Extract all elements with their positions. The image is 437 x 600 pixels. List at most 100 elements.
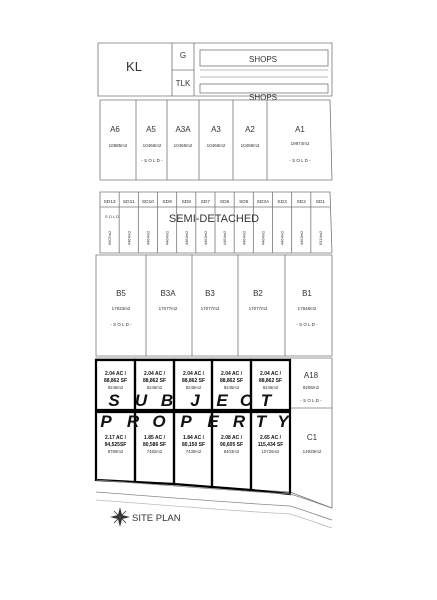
lot-a1[interactable]: A1 19974m2 - S O L D - bbox=[289, 125, 311, 163]
semi-lot[interactable]: SD1 6314m2 bbox=[316, 199, 326, 245]
lot-a5[interactable]: A5 10468m2 - S O L D - bbox=[141, 125, 163, 163]
subject-letter: R bbox=[233, 412, 246, 431]
semi-lot[interactable]: SD10 4464m2 bbox=[142, 199, 154, 245]
lot-area: 17077m2 bbox=[159, 306, 178, 311]
semi-lot-area: 4464m2 bbox=[145, 230, 150, 245]
lot-b1[interactable]: B1 17848m2 - S O L D - bbox=[296, 289, 318, 327]
subject-letter: B bbox=[161, 391, 173, 410]
subject-letter: T bbox=[261, 391, 273, 410]
lot-sqft: 115,434 SF bbox=[258, 442, 284, 448]
semi-lot[interactable]: SD3A 4464m2 bbox=[257, 199, 270, 245]
subject-lot-outline bbox=[249, 358, 292, 412]
lot-acres: 1.85 AC / bbox=[144, 435, 166, 441]
lot-area: 10885m2 bbox=[109, 143, 128, 148]
lot-area: 17933m2 bbox=[112, 306, 131, 311]
kl-label: KL bbox=[126, 59, 142, 74]
compass-north-point bbox=[118, 507, 122, 517]
lot-status: - S O L D - bbox=[289, 158, 311, 163]
subject-letter: O bbox=[152, 412, 165, 431]
lot-acres: 2.04 AC / bbox=[183, 371, 205, 377]
lot-m2: 8245m2 bbox=[108, 385, 124, 390]
semi-lot-area: 4464m2 bbox=[222, 230, 227, 245]
compass-south-point bbox=[118, 517, 122, 527]
lot-name: B5 bbox=[116, 289, 126, 298]
semi-lot-name: SD6 bbox=[220, 199, 230, 205]
lot-a6[interactable]: A6 10885m2 bbox=[109, 125, 128, 148]
tlk-label: TLK bbox=[176, 79, 191, 88]
subject-letter: E bbox=[207, 412, 219, 431]
semi-detached-heading: SEMI-DETACHED bbox=[169, 213, 259, 225]
semi-lot-name: SD3 bbox=[277, 199, 287, 205]
lot-b2[interactable]: B2 17077m2 bbox=[249, 289, 268, 311]
lot-name: B3 bbox=[205, 289, 215, 298]
lot-area: 9206m2 bbox=[303, 385, 320, 390]
lot-m2: 10726m2 bbox=[262, 449, 281, 454]
semi-lot-name: SD10 bbox=[142, 199, 154, 205]
lot-a3[interactable]: A3 10468m2 bbox=[207, 125, 226, 148]
lot-acres: 2.04 AC / bbox=[144, 371, 166, 377]
lot-area: 19974m2 bbox=[291, 141, 310, 146]
lot-b3[interactable]: B3 17077m2 bbox=[201, 289, 220, 311]
lot-acres: 2.04 AC / bbox=[105, 371, 127, 377]
lot-sqft: 88,862 SF bbox=[259, 378, 282, 384]
lot-b5[interactable]: B5 17933m2 - S O L D - bbox=[110, 289, 132, 327]
row-a bbox=[99, 99, 333, 181]
shops-strip-top bbox=[199, 49, 329, 67]
semi-lot-area: 4464m2 bbox=[184, 230, 189, 245]
row-b-outline bbox=[95, 254, 333, 357]
lot-a2[interactable]: A2 10468m2 bbox=[241, 125, 260, 148]
lot-sqft: 88,862 SF bbox=[182, 378, 205, 384]
lot-sqft: 80,150 SF bbox=[182, 442, 205, 448]
lot-m2: 7430m2 bbox=[186, 449, 202, 454]
semi-lot[interactable]: SD6 4464m2 bbox=[220, 199, 230, 245]
semi-lot[interactable]: SD8 4464m2 bbox=[182, 199, 192, 245]
semi-lot-area: 6314m2 bbox=[318, 230, 323, 245]
subject-letter: C bbox=[240, 391, 253, 410]
lot-c1[interactable]: C1 14929m2 bbox=[303, 433, 322, 454]
lot-area: 17077m2 bbox=[249, 306, 268, 311]
lot-m2: 8245m2 bbox=[224, 385, 240, 390]
lot-m2: 7482m2 bbox=[147, 449, 163, 454]
road-edge-2 bbox=[95, 491, 333, 521]
lot-status: - S O L D - bbox=[141, 158, 163, 163]
semi-lot-area: 4464m2 bbox=[126, 230, 131, 245]
lot-area: 14929m2 bbox=[303, 449, 322, 454]
row-b bbox=[95, 254, 333, 357]
semi-lot-name: SD3A bbox=[257, 199, 270, 205]
lot-a3a[interactable]: A3A 10468m2 bbox=[174, 125, 193, 148]
semi-lot-name: SD8 bbox=[182, 199, 192, 205]
lot-name: C1 bbox=[307, 433, 318, 442]
lot-m2: 8245m2 bbox=[263, 385, 279, 390]
subject-letter: P bbox=[100, 412, 112, 431]
semi-lot-area: 4464m2 bbox=[165, 230, 170, 245]
lot-status: - S O L D - bbox=[300, 398, 322, 403]
lot-acres: 2.08 AC / bbox=[221, 435, 243, 441]
lot-name: A6 bbox=[110, 125, 120, 134]
semi-lot-name: SD1 bbox=[316, 199, 326, 205]
semi-lot-area: 4464m2 bbox=[241, 230, 246, 245]
semi-lot-area: 4464m2 bbox=[260, 230, 265, 245]
lot-b3a[interactable]: B3A 17077m2 bbox=[159, 289, 178, 311]
lot-name: B3A bbox=[160, 289, 176, 298]
lot-a18[interactable]: A18 9206m2 - S O L D - bbox=[300, 371, 322, 403]
